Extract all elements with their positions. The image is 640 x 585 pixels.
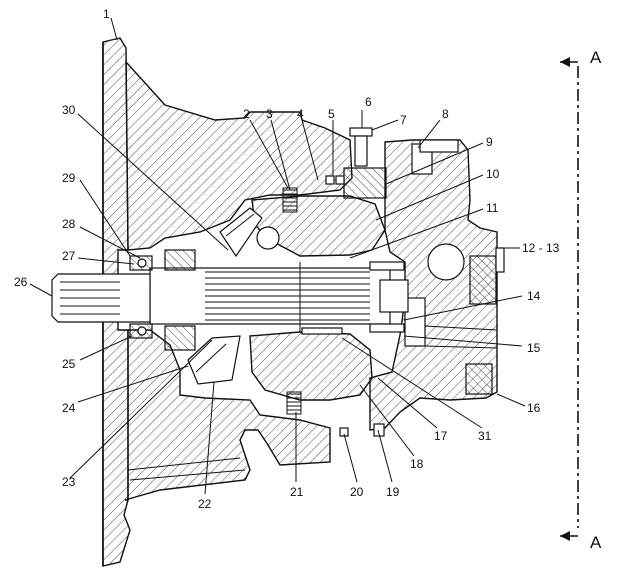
callout-9: 9 bbox=[486, 135, 493, 149]
leader-lines bbox=[29, 17, 526, 495]
callout-5: 5 bbox=[328, 107, 335, 121]
callout-29: 29 bbox=[62, 171, 76, 185]
brake-springs bbox=[282, 187, 302, 415]
callout-18: 18 bbox=[410, 457, 424, 471]
callout-25: 25 bbox=[62, 357, 76, 371]
section-marker: A A bbox=[560, 48, 602, 552]
callout-31: 31 bbox=[478, 429, 492, 443]
callout-22: 22 bbox=[198, 497, 212, 511]
callout-27: 27 bbox=[62, 249, 76, 263]
section-label-bottom: A bbox=[590, 533, 602, 552]
callout-10: 10 bbox=[486, 167, 500, 181]
callout-28: 28 bbox=[62, 217, 76, 231]
shaft bbox=[149, 262, 409, 332]
right-cover-housing bbox=[369, 139, 505, 431]
section-label-top: A bbox=[590, 48, 602, 67]
callout-26: 26 bbox=[14, 275, 28, 289]
spline-shaft-end bbox=[51, 273, 151, 323]
seals bbox=[301, 175, 405, 437]
callout-20: 20 bbox=[350, 485, 364, 499]
callout-19: 19 bbox=[386, 485, 400, 499]
callout-23: 23 bbox=[62, 475, 76, 489]
callout-15: 15 bbox=[527, 341, 541, 355]
callout-1: 1 bbox=[103, 7, 110, 21]
callout-2: 2 bbox=[243, 107, 250, 121]
callout-17: 17 bbox=[434, 429, 448, 443]
callout-11: 11 bbox=[486, 201, 499, 215]
callout-6: 6 bbox=[365, 95, 372, 109]
callout-labels: 1 2 3 4 5 6 7 8 9 10 11 12 - 13 14 15 16… bbox=[14, 7, 560, 511]
callout-3: 3 bbox=[266, 107, 273, 121]
front-bearings bbox=[129, 249, 196, 351]
callout-12-13: 12 - 13 bbox=[522, 241, 560, 255]
callout-7: 7 bbox=[400, 113, 407, 127]
tapered-roller-bearings bbox=[187, 207, 280, 385]
callout-24: 24 bbox=[62, 401, 76, 415]
callout-30: 30 bbox=[62, 103, 76, 117]
callout-4: 4 bbox=[297, 107, 304, 121]
callout-14: 14 bbox=[527, 289, 541, 303]
callout-16: 16 bbox=[527, 401, 541, 415]
callout-8: 8 bbox=[442, 107, 449, 121]
callout-21: 21 bbox=[290, 485, 304, 499]
